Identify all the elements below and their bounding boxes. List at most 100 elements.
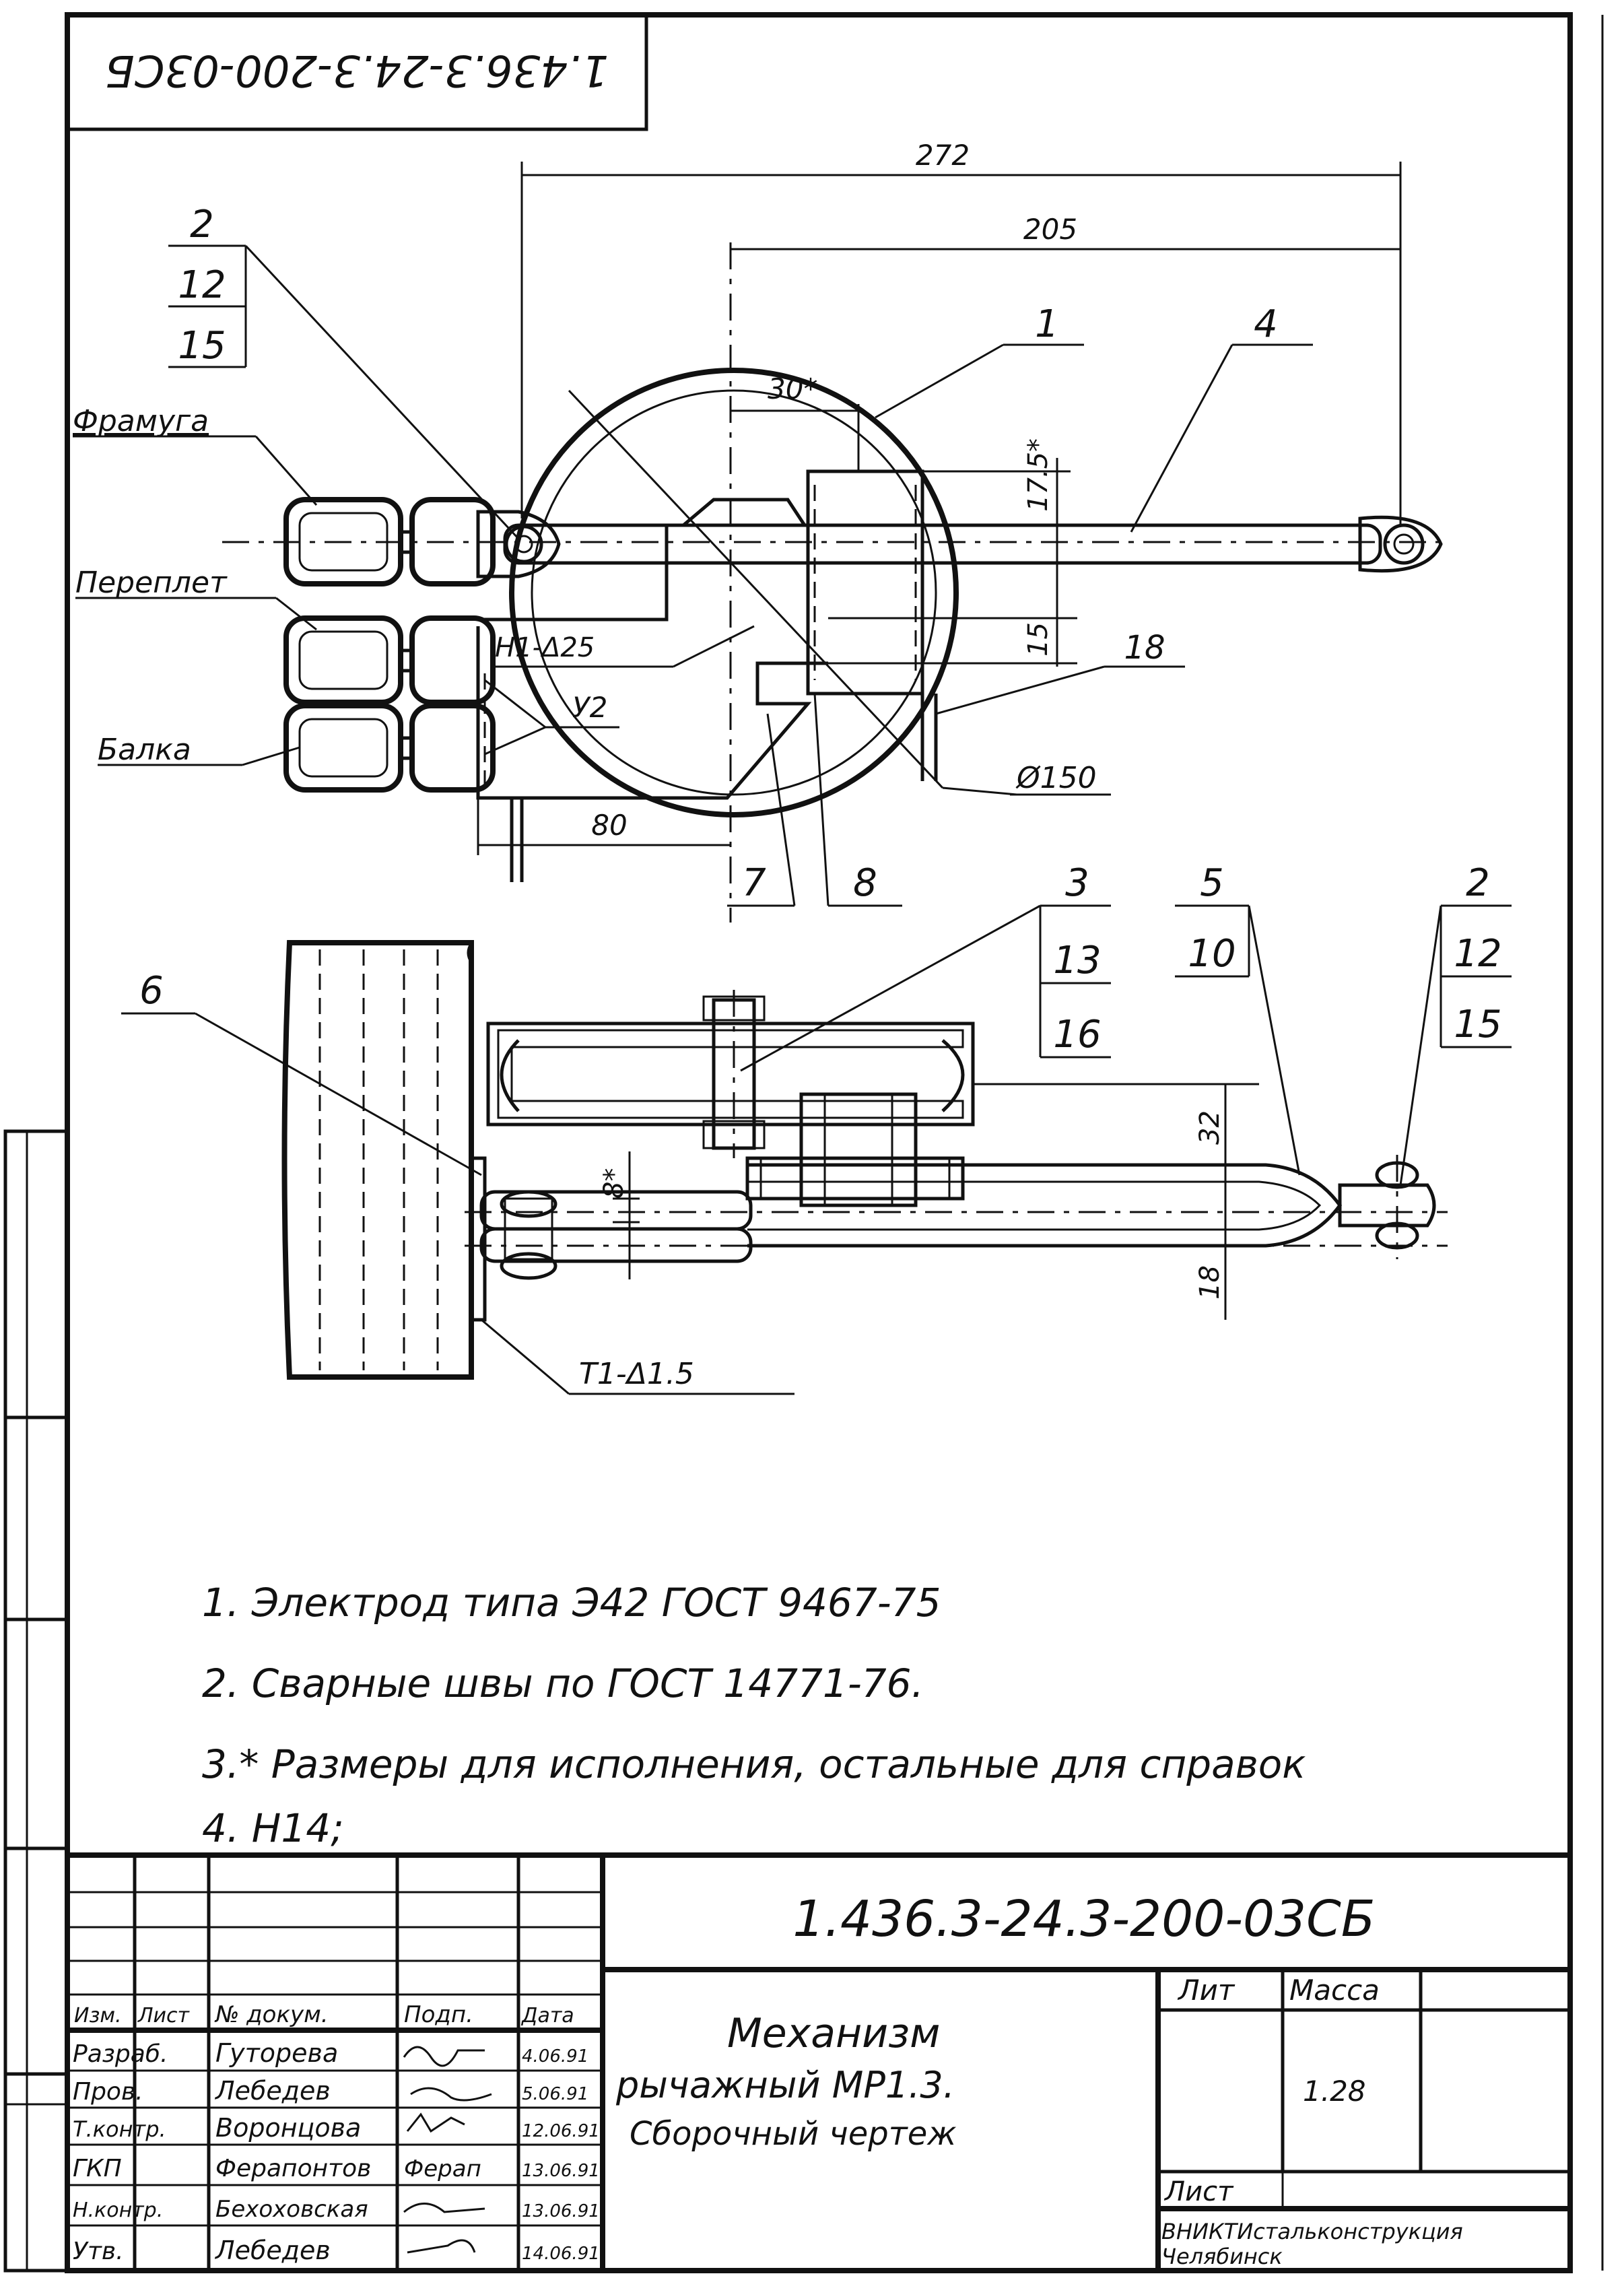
note-2: 2. Сварные швы по ГОСТ 14771-76.	[202, 1661, 924, 1706]
label-balka: Балка	[98, 733, 191, 767]
callout-8-text: 8	[853, 861, 877, 905]
staff-row-1: Разраб. Гуторева 4.06.91	[73, 2038, 588, 2068]
org-line-1: ВНИКТИстальконструкция	[1161, 2219, 1463, 2244]
dim-phi150-text: Ø150	[1015, 761, 1097, 795]
staff-role: Утв.	[73, 2238, 124, 2265]
weld-mark-top-text: Н1-Δ25	[495, 632, 595, 663]
dim-272: 272	[520, 139, 1402, 525]
callout-18: 18	[935, 629, 1185, 715]
callout-8: 8	[813, 693, 902, 907]
dim-phi150: Ø150	[942, 761, 1111, 796]
dim-15-text: 15	[1023, 622, 1054, 657]
staff-date: 4.06.91	[522, 2046, 588, 2067]
staff-row-5: Н.контр. Бехоховская 13.06.91	[73, 2196, 600, 2223]
dim-80: 80	[477, 798, 731, 855]
title-block: Изм. Лист № докум. Подп. Дата Разраб. Гу…	[65, 1852, 1573, 2273]
dim-80-text: 80	[591, 809, 627, 842]
weld-mark-top: Н1-Δ25	[492, 625, 755, 668]
callout-7: 7	[727, 713, 796, 907]
dim-32-text: 32	[1194, 1110, 1225, 1145]
profile-framuga	[283, 497, 496, 587]
note-3: 3.* Размеры для исполнения, остальные дл…	[202, 1741, 1306, 1787]
staff-date: 14.06.91	[522, 2244, 600, 2264]
staff-role: ГКП	[73, 2155, 122, 2182]
staff-role: Разраб.	[73, 2040, 168, 2068]
pulley-circle	[509, 368, 959, 817]
dim-15: 15	[828, 593, 1077, 667]
staff-date: 5.06.91	[522, 2084, 588, 2104]
callout-15-top: 15	[178, 324, 226, 368]
staff-name: Гуторева	[215, 2038, 338, 2068]
header-izm: Изм.	[74, 2004, 122, 2028]
mass-value: 1.28	[1303, 2075, 1366, 2108]
callout-5: 5	[1200, 861, 1224, 905]
header-list: Лист	[137, 2004, 191, 2028]
callout-2-12-15-top: 2 12 15	[168, 203, 520, 540]
staff-role: Т.контр.	[73, 2116, 166, 2142]
weld-mark-y2-text: У2	[572, 691, 607, 724]
signature-6	[407, 2239, 476, 2254]
callout-18-text: 18	[1124, 629, 1165, 667]
callout-1-text: 1	[1035, 302, 1059, 346]
top-view: Фрамуга Переплет Балка 272 205 30*	[73, 139, 1448, 923]
staff-row-3: Т.контр. Воронцова 12.06.91	[73, 2113, 600, 2143]
note-1: 1. Электрод типа Э42 ГОСТ 9467-75	[202, 1580, 941, 1626]
profile-balka	[283, 703, 496, 793]
dim-272-text: 272	[916, 139, 970, 172]
org-line-2: Челябинск	[1161, 2244, 1283, 2269]
dim-8-text: 8*	[599, 1168, 630, 1199]
callout-12-right: 12	[1454, 932, 1501, 976]
label-framuga: Фрамуга	[73, 404, 209, 438]
dim-205-text: 205	[1023, 213, 1077, 246]
signature-1	[403, 2046, 485, 2067]
callout-1: 1	[875, 302, 1084, 419]
staff-sign: Ферап	[404, 2155, 481, 2182]
callout-10: 10	[1188, 932, 1236, 976]
staff-name: Лебедев	[214, 2076, 331, 2106]
callout-7-text: 7	[742, 861, 766, 905]
lit-label: Лит	[1177, 1974, 1236, 2007]
staff-row-6: Утв. Лебедев 14.06.91	[73, 2236, 600, 2265]
bottom-view: 32 18 8* Т1-Δ1.5 6	[121, 861, 1512, 1395]
callout-2-right: 2	[1466, 861, 1490, 905]
profile-pereplet	[283, 615, 496, 705]
notes: 1. Электрод типа Э42 ГОСТ 9467-75 2. Сва…	[202, 1580, 1306, 1851]
staff-name: Ферапонтов	[215, 2155, 371, 2182]
staff-role: Пров.	[73, 2078, 143, 2106]
dim-8: 8*	[599, 1151, 640, 1279]
dim-30-text: 30*	[768, 372, 817, 405]
dim-205: 205	[731, 213, 1400, 250]
callout-6-text: 6	[139, 969, 164, 1013]
lever-bar	[503, 523, 1382, 565]
staff-date: 13.06.91	[522, 2161, 600, 2181]
dim-18-text: 18	[1194, 1265, 1225, 1300]
staff-row-4: ГКП Ферапонтов Ферап 13.06.91	[73, 2155, 600, 2182]
note-4: 4. Н14;	[202, 1805, 344, 1851]
weld-mark-bottom-text: Т1-Δ1.5	[579, 1357, 694, 1391]
title-line-1: Механизм	[727, 2010, 940, 2057]
signature-2	[410, 2087, 492, 2102]
title-line-2: рычажный МР1.3.	[615, 2064, 955, 2106]
staff-date: 12.06.91	[522, 2121, 600, 2141]
header-doc: № докум.	[214, 2001, 329, 2028]
callout-16: 16	[1053, 1013, 1101, 1057]
stamp-code: 1.436.3-24.3-200-03СБ	[105, 45, 609, 95]
dim-18: 18	[1194, 1205, 1227, 1320]
callout-12-top: 12	[178, 263, 226, 307]
staff-name: Воронцова	[215, 2113, 361, 2143]
callout-13: 13	[1053, 939, 1101, 982]
beam-profile	[281, 940, 474, 1380]
stamp-code-box: 1.436.3-24.3-200-03СБ	[65, 13, 648, 131]
staff-row-2: Пров. Лебедев 5.06.91	[73, 2076, 588, 2106]
staff-name: Бехоховская	[215, 2196, 368, 2223]
label-pereplet: Переплет	[75, 566, 228, 600]
callout-2-top: 2	[190, 203, 214, 246]
title-line-3: Сборочный чертеж	[630, 2115, 957, 2153]
staff-role: Н.контр.	[73, 2199, 163, 2222]
signature-5	[403, 2203, 485, 2213]
mass-label: Масса	[1289, 1974, 1380, 2007]
dim-17-5-text: 17.5*	[1023, 438, 1054, 512]
callout-3: 3	[1065, 861, 1089, 905]
staff-date: 13.06.91	[522, 2201, 600, 2221]
